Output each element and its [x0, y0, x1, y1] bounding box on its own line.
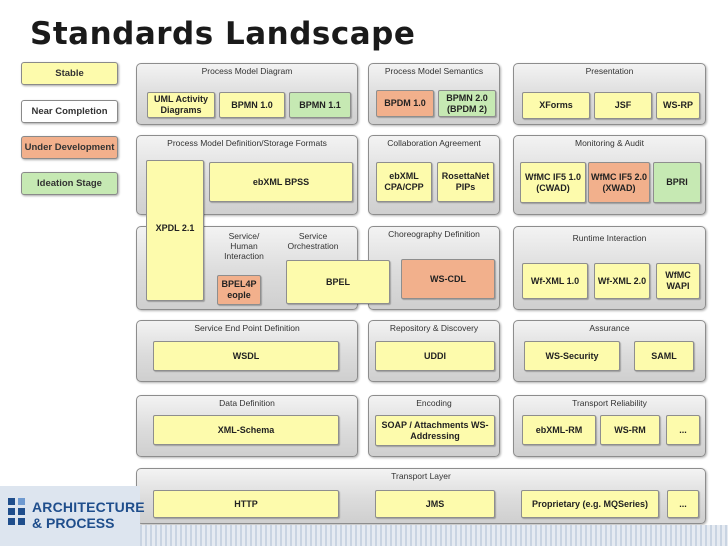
page-title: Standards Landscape [30, 16, 416, 52]
panel-title: Runtime Interaction [572, 233, 647, 243]
panel-data-definition: Data Definition XML-Schema [136, 395, 358, 457]
box-ebxml-rm: ebXML-RM [522, 415, 596, 445]
box-ebxml-bpss: ebXML BPSS [209, 162, 353, 202]
panel-collaboration-agreement: Collaboration Agreement ebXML CPA/CPP Ro… [368, 135, 500, 215]
box-ws-security: WS-Security [524, 341, 620, 371]
panel-runtime-interaction: Runtime Interaction Wf-XML 1.0 Wf-XML 2.… [513, 226, 706, 310]
legend-under-development: Under Development [21, 136, 118, 159]
box-http: HTTP [153, 490, 339, 518]
box-wf-xml-1-0: Wf-XML 1.0 [522, 263, 588, 299]
panel-encoding: Encoding SOAP / Attachments WS-Addressin… [368, 395, 500, 457]
box-bpmn-1-1: BPMN 1.1 [289, 92, 351, 118]
legend-near-completion: Near Completion [21, 100, 118, 123]
panel-title: Process Model Semantics [384, 66, 484, 76]
label-service-human-interaction: Service/ Human Interaction [224, 231, 264, 261]
panel-title: Collaboration Agreement [387, 138, 481, 148]
panel-title: Repository & Discovery [389, 323, 479, 333]
box-bpmn-2-0: BPMN 2.0 (BPDM 2) [438, 90, 496, 117]
box-wfmc-if5-2-0: WfMC IF5 2.0 (XWAD) [588, 162, 650, 203]
panel-title: Service End Point Definition [194, 323, 300, 333]
box-bpel: BPEL [286, 260, 390, 304]
box-ellipsis: ... [666, 415, 700, 445]
box-saml: SAML [634, 341, 694, 371]
box-bpel4people: BPEL4P eople [217, 275, 261, 305]
bottom-decorative-band [140, 525, 728, 546]
panel-title: Monitoring & Audit [575, 138, 644, 148]
box-xpdl-2-1: XPDL 2.1 [146, 160, 204, 301]
logo-graphic [0, 486, 140, 546]
panel-monitoring-audit: Monitoring & Audit WfMC IF5 1.0 (CWAD) W… [513, 135, 706, 215]
panel-title: Transport Reliability [572, 398, 647, 408]
legend-ideation-stage: Ideation Stage [21, 172, 118, 195]
legend-stable: Stable [21, 62, 118, 85]
panel-presentation: Presentation XForms JSF WS-RP [513, 63, 706, 125]
box-ws-rp: WS-RP [656, 92, 700, 119]
box-bpmn-1-0: BPMN 1.0 [219, 92, 285, 118]
box-bpdm-1-0: BPDM 1.0 [376, 90, 434, 117]
label-service-orchestration: Service Orchestration [287, 231, 339, 251]
box-bpri: BPRI [653, 162, 701, 203]
panel-title: Process Model Diagram [201, 66, 293, 76]
box-soap-attachments: SOAP / Attachments WS-Addressing [375, 415, 495, 446]
box-jms: JMS [375, 490, 495, 518]
box-ellipsis: ... [667, 490, 699, 518]
box-ws-rm: WS-RM [600, 415, 660, 445]
logo-text-line2: & PROCESS [32, 515, 115, 531]
box-uddi: UDDI [375, 341, 495, 371]
box-ws-cdl: WS-CDL [401, 259, 495, 299]
panel-service-end-point-definition: Service End Point Definition WSDL [136, 320, 358, 382]
box-uml-activity-diagrams: UML Activity Diagrams [147, 92, 215, 118]
box-wfmc-wapi: WfMC WAPI [656, 263, 700, 299]
panel-title: Data Definition [219, 398, 275, 408]
panel-transport-reliability: Transport Reliability ebXML-RM WS-RM ... [513, 395, 706, 457]
panel-assurance: Assurance WS-Security SAML [513, 320, 706, 382]
panel-title: Transport Layer [391, 471, 451, 481]
panel-process-model-semantics: Process Model Semantics BPDM 1.0 BPMN 2.… [368, 63, 500, 125]
box-xforms: XForms [522, 92, 590, 119]
architecture-process-logo: ARCHITECTURE & PROCESS [0, 486, 145, 546]
panel-transport-layer: Transport Layer HTTP JMS Proprietary (e.… [136, 468, 706, 524]
box-wfmc-if5-1-0: WfMC IF5 1.0 (CWAD) [520, 162, 586, 203]
panel-title: Choreography Definition [388, 229, 480, 239]
box-wf-xml-2-0: Wf-XML 2.0 [594, 263, 650, 299]
panel-process-model-diagram: Process Model Diagram UML Activity Diagr… [136, 63, 358, 125]
box-ebxml-cpa-cpp: ebXML CPA/CPP [376, 162, 432, 202]
box-wsdl: WSDL [153, 341, 339, 371]
box-proprietary: Proprietary (e.g. MQSeries) [521, 490, 659, 518]
panel-title: Process Model Definition/Storage Formats [167, 138, 327, 148]
panel-repository-discovery: Repository & Discovery UDDI [368, 320, 500, 382]
panel-title: Assurance [589, 323, 630, 333]
box-jsf: JSF [594, 92, 652, 119]
box-xml-schema: XML-Schema [153, 415, 339, 445]
box-rosettanet-pips: RosettaNet PIPs [437, 162, 494, 202]
panel-title: Encoding [416, 398, 452, 408]
panel-title: Presentation [585, 66, 634, 76]
logo-text-line1: ARCHITECTURE [32, 499, 145, 515]
